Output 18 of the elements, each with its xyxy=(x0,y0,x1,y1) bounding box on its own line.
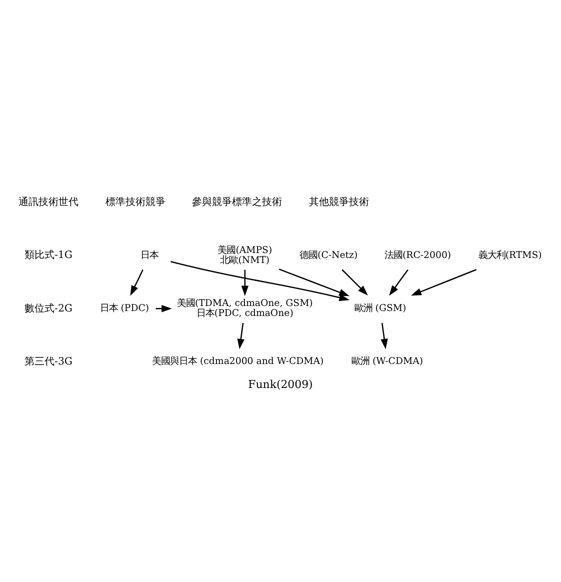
node-text: 美國(TDMA, cdmaOne, GSM) 日本(PDC, cdmaOne) xyxy=(176,298,313,320)
label: 通訊技術世代 xyxy=(18,196,79,208)
label: 其他競爭技術 xyxy=(308,196,369,208)
node-text: 日本 (PDC) xyxy=(100,303,150,314)
label: 數位式-2G xyxy=(24,303,73,314)
node-text: 義大利(RTMS) xyxy=(478,250,542,261)
node-text: 歐洲 (GSM) xyxy=(354,303,406,314)
label: 第三代-3G xyxy=(24,356,73,368)
node-text: 美國與日本 (cdma2000 and W-CDMA) xyxy=(152,356,324,368)
node-text: 美國(AMPS) 北歐(NMT) xyxy=(218,244,272,266)
node-text: 歐洲 (W-CDMA) xyxy=(352,356,424,368)
label: 類比式-1G xyxy=(24,250,73,262)
node-text: 德國(C-Netz) xyxy=(300,250,358,261)
label: 參與競爭標準之技術 xyxy=(192,196,282,208)
node-text: 法國(RC-2000) xyxy=(384,250,452,261)
label: 標準技術競爭 xyxy=(105,196,166,208)
caption: Funk(2009) xyxy=(248,378,313,391)
node-text: 日本 xyxy=(140,250,158,261)
